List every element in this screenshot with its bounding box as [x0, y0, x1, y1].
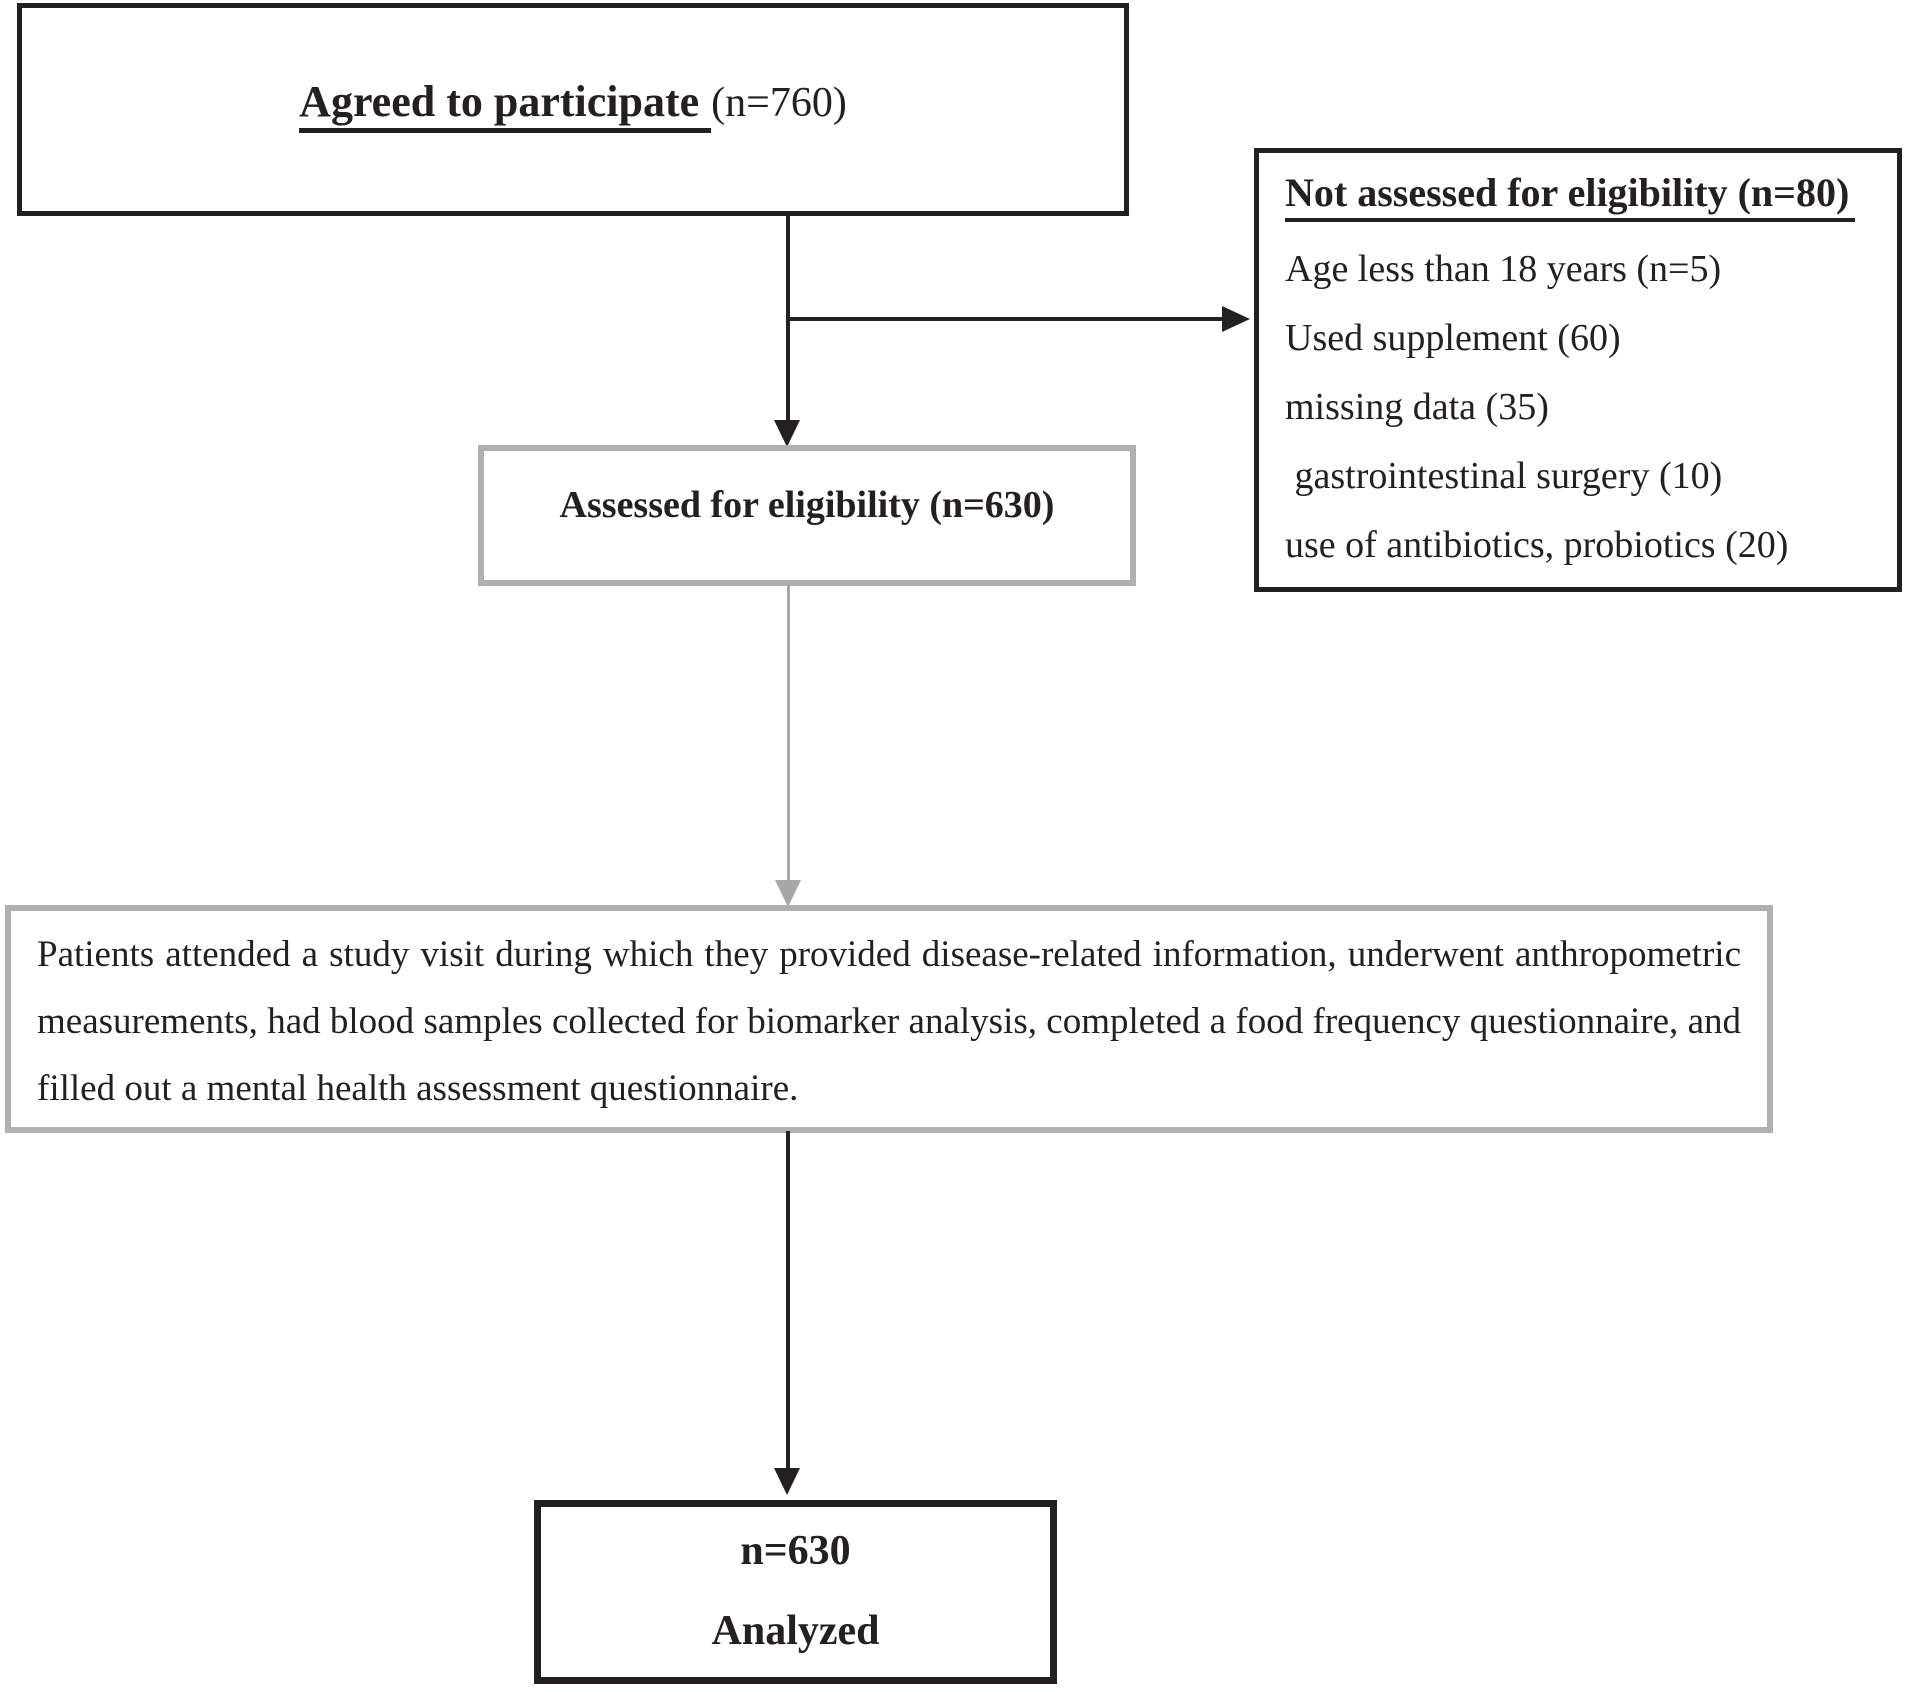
connector-visit-to-analyzed [786, 1131, 790, 1469]
analyzed-label: Analyzed [711, 1608, 880, 1654]
agreed-line: Agreed to participate(n=760) [299, 76, 847, 133]
box-assessed-for-eligibility: Assessed for eligibility (n=630) [478, 445, 1136, 586]
exclusion-item-age: Age less than 18 years (n=5) [1285, 248, 1722, 290]
agreed-title: Agreed to participate [299, 77, 712, 133]
box-agreed-to-participate: Agreed to participate(n=760) [17, 3, 1129, 216]
box-analyzed: n=630 Analyzed [534, 1500, 1057, 1684]
arrowhead-down-visit-icon [775, 880, 801, 907]
box-not-assessed: Not assessed for eligibility (n=80) Age … [1254, 148, 1902, 592]
study-visit-text: Patients attended a study visit during w… [37, 934, 1741, 1109]
arrowhead-right-not-assessed-icon [1222, 306, 1250, 332]
connector-branch-to-not-assessed [788, 317, 1224, 321]
exclusion-item-supplement: Used supplement (60) [1285, 317, 1621, 359]
agreed-count: (n=760) [711, 80, 847, 126]
exclusion-item-antibiotics: use of antibiotics, probiotics (20) [1285, 524, 1789, 566]
not-assessed-title: Not assessed for eligibility (n=80) [1285, 169, 1856, 222]
box-study-visit: Patients attended a study visit during w… [5, 905, 1773, 1133]
arrowhead-down-assessed-icon [774, 420, 800, 447]
arrowhead-down-analyzed-icon [774, 1468, 800, 1495]
exclusion-item-missing-data: missing data (35) [1285, 386, 1549, 428]
connector-assessed-to-visit [787, 584, 790, 882]
assessed-label: Assessed for eligibility (n=630) [559, 483, 1055, 526]
analyzed-count: n=630 [740, 1528, 851, 1574]
exclusion-item-gi-surgery: gastrointestinal surgery (10) [1285, 455, 1723, 497]
